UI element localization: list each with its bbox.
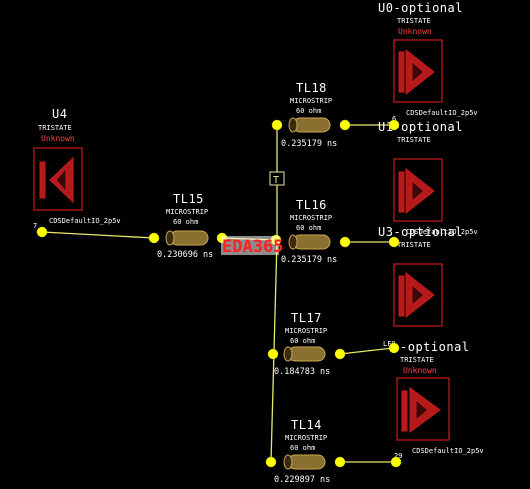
tline-body [165,230,209,246]
tline-type: MICROSTRIP [285,434,327,442]
node-tl14-out[interactable] [334,456,346,468]
node-u0-pin[interactable] [388,119,400,131]
tline-body [283,346,326,362]
tline-name: TL16 [296,198,327,212]
tline-impedance: 60 ohm [290,337,315,345]
driver-u4[interactable]: U4 TRISTATE Unknown 7 CDSDefaultIO_2p5v [33,107,121,230]
tline-tl16[interactable]: TL16 MICROSTRIP 60 ohm 0.235179 ns [281,198,337,265]
tline-type: MICROSTRIP [166,208,208,216]
receiver-extra-pin: LF9 [383,340,396,348]
wires [41,124,395,463]
node-u5-pin[interactable] [390,456,402,468]
receiver-u1[interactable]: U1-optional TRISTATE [378,120,463,222]
tline-impedance: 60 ohm [173,218,198,226]
tline-delay: 0.235179 ns [281,139,337,149]
tap-label: T [273,175,279,186]
buffer-icon [401,387,441,433]
receiver-body [393,39,443,103]
receiver-body [396,377,450,441]
tline-impedance: 60 ohm [290,444,315,452]
tline-name: TL14 [291,418,322,432]
receiver-model: CDSDefaultIO_2p5v [406,109,478,117]
tline-body [288,117,331,133]
tline-type: MICROSTRIP [290,97,332,105]
watermark-text: EDA365 [222,237,283,257]
tline-tl14[interactable]: TL14 MICROSTRIP 60 ohm 0.229897 ns [274,418,330,485]
node-tl16-out[interactable] [339,236,351,248]
driver-model: CDSDefaultIO_2p5v [49,217,121,225]
tline-delay: 0.229897 ns [274,475,330,485]
receiver-body [393,158,443,222]
receiver-type: TRISTATE [397,241,431,249]
tline-delay: 0.235179 ns [281,255,337,265]
receiver-refdes: U3-optional [378,225,463,239]
tline-delay: 0.184783 ns [274,367,330,377]
node-u3-pin[interactable] [388,236,400,248]
node-u1-pin[interactable] [388,342,400,354]
tline-tl15[interactable]: TL15 MICROSTRIP 60 ohm 0.230696 ns [157,192,213,260]
tap-junction[interactable]: T [269,171,285,186]
wire-driver-tl15[interactable] [41,231,155,239]
buffer-icon [398,271,435,319]
tline-tl17[interactable]: TL17 MICROSTRIP 60 ohm 0.184783 ns [274,311,330,377]
receiver-u0[interactable]: U0-optional TRISTATE Unknown 6 CDSDefaul… [378,1,478,123]
tline-name: TL15 [173,192,204,206]
receiver-model: CDSDefaultIO_2p5v [412,447,484,455]
driver-refdes: U4 [52,107,67,121]
tline-delay: 0.230696 ns [157,250,213,260]
node-tl15-in[interactable] [148,232,160,244]
node-tl17-in[interactable] [267,348,279,360]
receiver-pin: 6 [392,115,396,123]
receiver-u3[interactable]: CDSDefaultIO_2p5v U3-optional TRISTATE [378,225,478,327]
tline-body [283,454,326,470]
node-tl18-out[interactable] [339,119,351,131]
receiver-refdes: -optional [400,340,470,354]
node-tl14-in[interactable] [265,456,277,468]
buffer-icon [398,167,435,215]
tline-impedance: 60 ohm [296,224,321,232]
node-tl17-out[interactable] [334,348,346,360]
receiver-u5[interactable]: LF9 -optional TRISTATE Unknown 29 CDSDef… [383,340,484,460]
receiver-pin: 29 [394,452,402,460]
tline-body [288,234,331,250]
tline-name: TL17 [291,311,322,325]
driver-status: Unknown [41,134,75,143]
tline-tl18[interactable]: TL18 MICROSTRIP 60 ohm 0.235179 ns [281,81,337,149]
watermark-logo: EDA365 [221,236,283,257]
receiver-model: CDSDefaultIO_2p5v [406,228,478,236]
tline-name: TL18 [296,81,327,95]
receiver-refdes: U0-optional [378,1,463,15]
driver-type: TRISTATE [38,124,72,132]
tline-type: MICROSTRIP [290,214,332,222]
receiver-body [393,263,443,327]
wire-tl17-out[interactable] [339,347,394,355]
driver-pin: 7 [33,222,37,230]
tline-type: MICROSTRIP [285,327,327,335]
buffer-icon [398,48,435,96]
node-tl18-in[interactable] [271,119,283,131]
receiver-type: TRISTATE [397,17,431,25]
tline-impedance: 60 ohm [296,107,321,115]
receiver-status: Unknown [398,27,432,36]
nodes [36,119,402,468]
receiver-type: TRISTATE [397,136,431,144]
node-driver[interactable] [36,226,48,238]
receiver-type: TRISTATE [400,356,434,364]
receiver-refdes: U1-optional [378,120,463,134]
driver-body [33,147,83,211]
buffer-icon [39,156,74,204]
receiver-status: Unknown [403,366,437,375]
